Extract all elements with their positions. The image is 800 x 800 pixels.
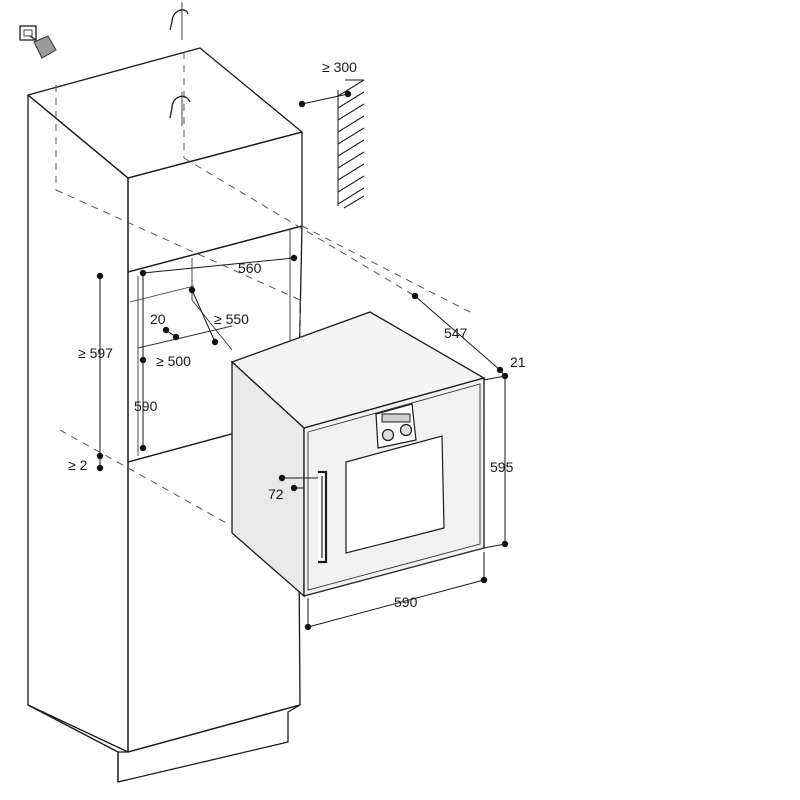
oven-dimensions: 547 21 595 72 590	[268, 292, 526, 631]
airflow-arrow-icon	[169, 92, 191, 126]
plug-icon	[19, 25, 57, 59]
cabinet-plinth	[117, 704, 301, 783]
depth-inner-min-label: ≥ 500	[156, 353, 191, 369]
niche-dimensions: 560 ≥ 550 20 ≥ 500 590 ≥ 597 ≥ 2	[68, 254, 298, 473]
cabinet-side-panel	[27, 94, 129, 753]
oven-width-label: 590	[394, 594, 418, 610]
niche-height-label: 590	[134, 398, 158, 414]
niche-height-min-label: ≥ 597	[78, 345, 113, 361]
airflow-arrow-icon	[169, 2, 189, 40]
oven-window	[345, 435, 445, 554]
tall-cabinet	[27, 47, 303, 783]
ventilation-wall-hatch: ≥ 300	[298, 59, 365, 209]
rear-offset-label: 20	[150, 311, 166, 327]
ventilation-gap-label: ≥ 300	[322, 59, 357, 75]
niche-width-label: 560	[238, 260, 262, 276]
oven-height-label: 595	[490, 459, 514, 475]
oven-depth-label: 547	[444, 325, 468, 341]
oven-knob-right	[399, 423, 413, 437]
oven	[230, 311, 486, 598]
cabinet-upper-front	[127, 131, 303, 273]
handle-offset-label: 72	[268, 486, 284, 502]
gap-bottom-label: ≥ 2	[68, 457, 88, 473]
front-projection-label: 21	[510, 354, 526, 370]
depth-min-label: ≥ 550	[214, 311, 249, 327]
oven-display	[381, 413, 411, 423]
oven-knob-left	[381, 428, 395, 442]
projection-lines	[55, 52, 471, 526]
cabinet-top-face	[27, 47, 303, 179]
